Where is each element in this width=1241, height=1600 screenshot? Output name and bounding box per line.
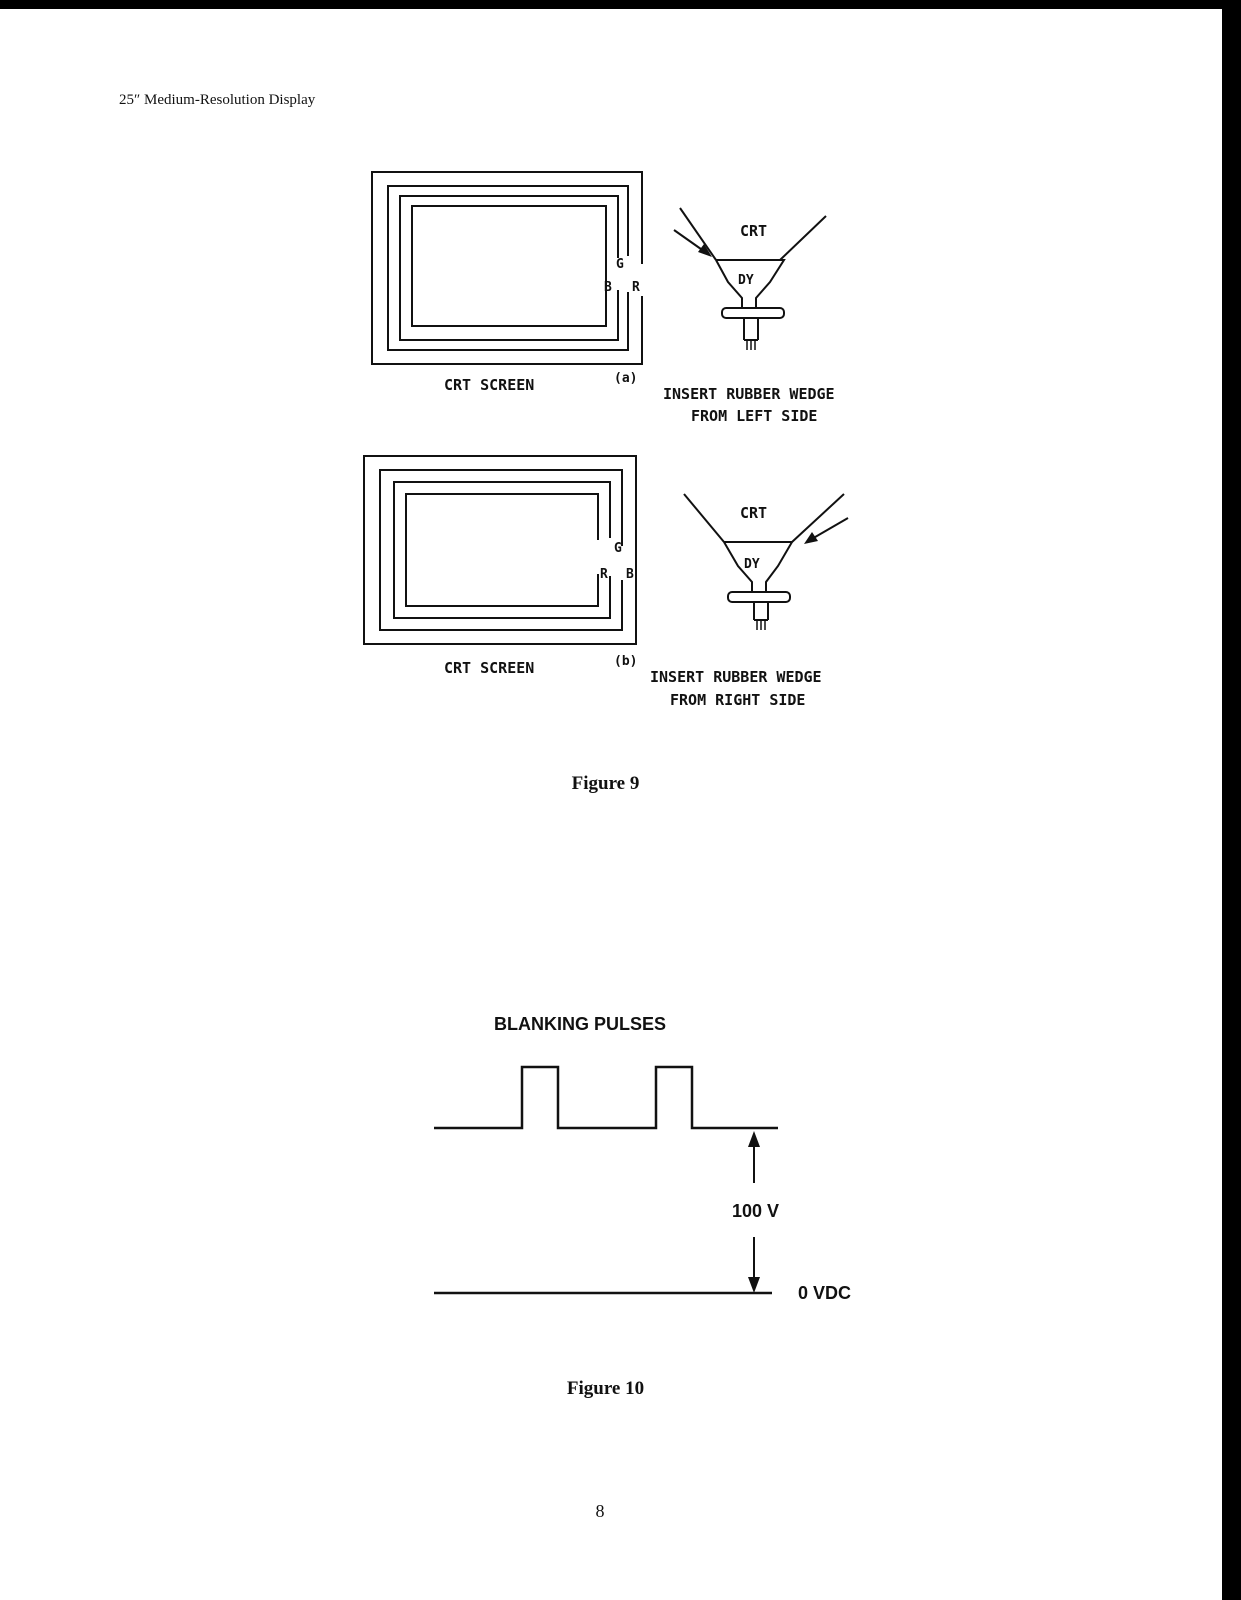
crt-tube-b [683,493,845,630]
figure-10-diagram: BLANKING PULSES 100 V 0 VDC [434,1014,851,1303]
page-right-border [1222,0,1241,1600]
crt-label-a: CRT [740,222,767,240]
voltage-arrowhead-down [748,1277,760,1293]
voltage-arrowhead-up [748,1131,760,1147]
ring-label-g-b: G [614,541,622,556]
screen-label-a: CRT SCREEN [444,376,534,394]
figure-9-diagram: G B R CRT DY CRT SCREEN (a) INSERT RUBBE… [363,171,849,709]
screen-label-b: CRT SCREEN [444,659,534,677]
ring-label-g-a: G [616,257,624,272]
page-top-border [0,0,1241,9]
pulse-waveform [434,1065,778,1130]
dy-label-b: DY [744,557,760,572]
ring-label-right-b: B [626,567,634,582]
instruction-b-line1: INSERT RUBBER WEDGE [650,668,822,686]
crt-screen-a-rings [371,171,643,365]
instruction-b-line2: FROM RIGHT SIDE [670,691,805,709]
blanking-pulses-title: BLANKING PULSES [494,1014,666,1034]
wedge-arrowhead-b [804,532,818,544]
wedge-arrowhead-a [698,244,712,257]
figure-9-caption: Figure 9 [571,773,640,794]
wedge-arrow-b [809,517,849,541]
crt-tube-a [679,207,827,350]
instruction-a-line1: INSERT RUBBER WEDGE [663,385,835,403]
ring-label-left-b: R [600,567,608,582]
ring-label-right-a: R [632,280,640,295]
page-number: 8 [595,1501,605,1521]
crt-label-b: CRT [740,504,767,522]
panel-tag-a: (a) [614,371,637,386]
running-head: 25″ Medium-Resolution Display [119,92,316,108]
panel-tag-b: (b) [614,654,637,669]
baseline-label: 0 VDC [798,1283,851,1303]
dy-label-a: DY [738,273,754,288]
instruction-a-line2: FROM LEFT SIDE [691,407,817,425]
figure-10-caption: Figure 10 [566,1378,645,1399]
voltage-label: 100 V [732,1201,779,1221]
ring-label-left-a: B [604,280,612,295]
